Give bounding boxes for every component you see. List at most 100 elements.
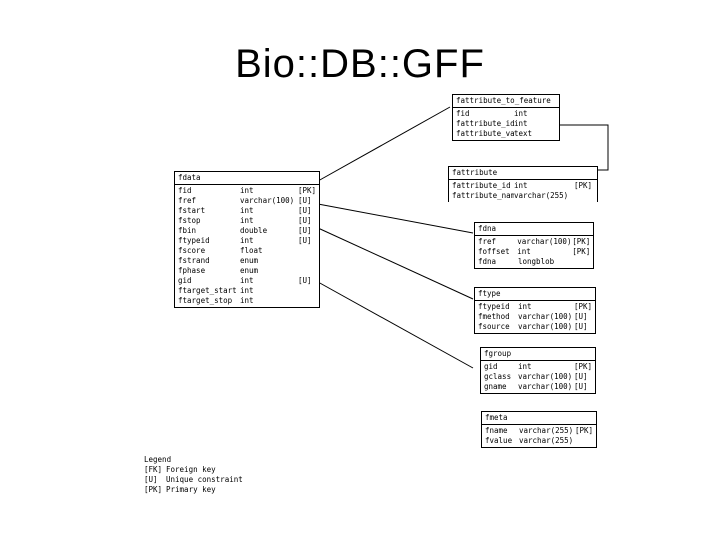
table-header: fdata bbox=[175, 172, 319, 185]
column-type: text bbox=[514, 129, 533, 138]
column-name: ftarget_start bbox=[178, 286, 237, 295]
column-key: [U] bbox=[298, 226, 312, 235]
table-header: fdna bbox=[475, 223, 593, 236]
column-name: ftypeid bbox=[478, 302, 510, 311]
column-name: fattribute_id bbox=[452, 181, 511, 190]
column-key: [U] bbox=[574, 382, 588, 391]
legend: Legend [FK] Foreign key [U] Unique const… bbox=[144, 455, 243, 495]
column-name: fattribute_id bbox=[456, 119, 514, 128]
legend-title: Legend bbox=[144, 455, 172, 464]
link-fdata-fgroup bbox=[317, 281, 474, 369]
table-row: fvalue varchar(255) bbox=[485, 436, 593, 446]
column-name: fdna bbox=[478, 257, 497, 266]
table-row: fattribute_value text bbox=[456, 129, 556, 139]
table-row: gname varchar(100)[U] bbox=[484, 382, 592, 392]
legend-key: [FK] bbox=[144, 465, 163, 474]
column-name: fid bbox=[178, 186, 192, 195]
column-type: varchar(100) bbox=[518, 372, 573, 381]
column-name: fstop bbox=[178, 216, 201, 225]
column-name: gclass bbox=[484, 372, 512, 381]
table-header: fgroup bbox=[481, 348, 595, 361]
legend-item: [PK] Primary key bbox=[144, 485, 243, 495]
column-name: fsource bbox=[478, 322, 510, 331]
column-key: [PK] bbox=[574, 181, 593, 190]
column-type: int bbox=[240, 276, 254, 285]
column-name: gid bbox=[484, 362, 498, 371]
table-header: fmeta bbox=[482, 412, 596, 425]
column-type: int bbox=[240, 236, 254, 245]
table-fattribute-to-feature: fattribute_to_feature fid int fattribute… bbox=[452, 94, 560, 141]
column-type: varchar(100) bbox=[517, 237, 572, 246]
column-type: varchar(255) bbox=[514, 191, 569, 200]
column-type: int bbox=[514, 181, 528, 190]
legend-key: [PK] bbox=[144, 485, 163, 494]
column-type: int bbox=[239, 186, 254, 195]
column-name: fref bbox=[178, 196, 197, 205]
column-type: varchar(255) bbox=[519, 436, 574, 445]
table-header: fattribute_to_feature bbox=[453, 95, 559, 108]
legend-label: Unique constraint bbox=[166, 475, 243, 484]
column-type: int bbox=[240, 216, 254, 225]
column-name: gname bbox=[484, 382, 507, 391]
table-row: fattribute_name varchar(255) bbox=[452, 191, 594, 201]
column-name: fvalue bbox=[485, 436, 513, 445]
column-name: fbin bbox=[178, 226, 197, 235]
table-row: fattribute_id int [PK] bbox=[452, 181, 594, 191]
table-row: gclass varchar(100)[U] bbox=[484, 372, 592, 382]
table-row: fattribute_id int bbox=[456, 119, 556, 129]
column-type: varchar(255) bbox=[518, 426, 574, 435]
column-name: fref bbox=[478, 237, 497, 246]
column-key: [PK] bbox=[574, 426, 593, 435]
column-name: fphase bbox=[178, 266, 206, 275]
column-key: [PK] bbox=[573, 362, 592, 371]
link-fattribute-to-feature-fattribute bbox=[560, 124, 609, 171]
column-key: [PK] bbox=[572, 247, 590, 256]
column-key: [U] bbox=[574, 322, 588, 331]
column-type: int bbox=[240, 286, 254, 295]
link-fdata-ftype bbox=[317, 227, 474, 300]
column-name: fstart bbox=[178, 206, 206, 215]
page-title: Bio::DB::GFF bbox=[235, 42, 485, 86]
link-fdata-fdna bbox=[317, 203, 474, 234]
table-fattribute: fattribute fattribute_id int [PK] fattri… bbox=[448, 166, 598, 202]
column-key: [U] bbox=[574, 312, 588, 321]
column-type: float bbox=[240, 246, 263, 255]
table-header: fattribute bbox=[449, 167, 597, 180]
column-key: [PK] bbox=[573, 302, 592, 311]
column-name: fscore bbox=[178, 246, 206, 255]
column-type: varchar(100) bbox=[518, 312, 573, 321]
column-name: fattribute_value bbox=[456, 129, 514, 138]
column-type: int bbox=[514, 119, 528, 128]
column-type: double bbox=[240, 226, 268, 235]
column-type: varchar(100) bbox=[518, 382, 573, 391]
legend-item: [FK] Foreign key bbox=[144, 465, 243, 475]
column-key: [U] bbox=[298, 196, 312, 205]
column-type: int bbox=[517, 247, 531, 256]
column-key: [U] bbox=[574, 372, 588, 381]
table-row: fphase enum bbox=[178, 266, 316, 276]
column-key: [U] bbox=[298, 236, 312, 245]
legend-label: Foreign key bbox=[166, 465, 216, 474]
column-type: enum bbox=[240, 266, 259, 275]
legend-item: [U] Unique constraint bbox=[144, 475, 243, 485]
column-name: fid bbox=[456, 109, 470, 118]
legend-label: Primary key bbox=[166, 485, 216, 494]
